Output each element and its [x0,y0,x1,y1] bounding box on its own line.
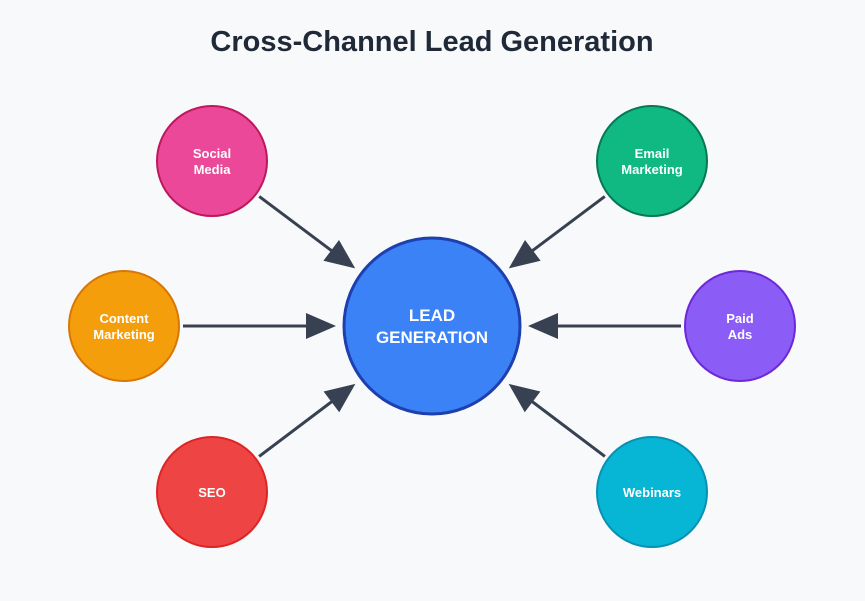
channel-label-social-media: Social [193,146,231,161]
channel-circle-content-marketing [68,270,180,382]
channel-node-seo: SEO [156,436,268,548]
channel-circle-social-media [156,105,268,217]
channel-circle-seo [156,436,268,548]
channel-node-webinars: Webinars [596,436,708,548]
channel-circle-paid-ads [684,270,796,382]
arrow-line-seo [258,394,341,458]
channel-label-paid-ads: Paid [726,311,754,326]
channel-label-social-media: Media [194,162,232,177]
arrowhead-email-marketing [508,240,541,269]
center-node: LEAD GENERATION [342,236,522,416]
channel-circle-webinars [596,436,708,548]
arrowhead-webinars [508,383,541,413]
arrow-line-webinars [523,394,606,458]
arrowhead-content-marketing [306,313,336,339]
arrowhead-paid-ads [528,313,558,339]
channel-label-paid-ads: Ads [728,327,753,342]
channel-label-content-marketing: Marketing [93,327,154,342]
channel-circle-email-marketing [596,105,708,217]
arrows-layer [183,195,681,458]
arrowhead-seo [323,383,356,413]
channel-label-seo: SEO [198,485,225,500]
channel-label-email-marketing: Marketing [621,162,682,177]
center-circle [342,236,522,416]
channel-label-email-marketing: Email [635,146,670,161]
arrow-line-email-marketing [523,195,606,258]
center-label: GENERATION [376,328,488,347]
arrowhead-social-media [323,240,356,269]
channel-label-webinars: Webinars [623,485,681,500]
nodes-layer: SocialMediaEmailMarketingContentMarketin… [68,105,796,548]
arrow-line-social-media [258,195,341,258]
diagram-title: Cross-Channel Lead Generation [210,26,653,58]
center-label: LEAD [409,306,455,325]
channel-label-content-marketing: Content [99,311,149,326]
